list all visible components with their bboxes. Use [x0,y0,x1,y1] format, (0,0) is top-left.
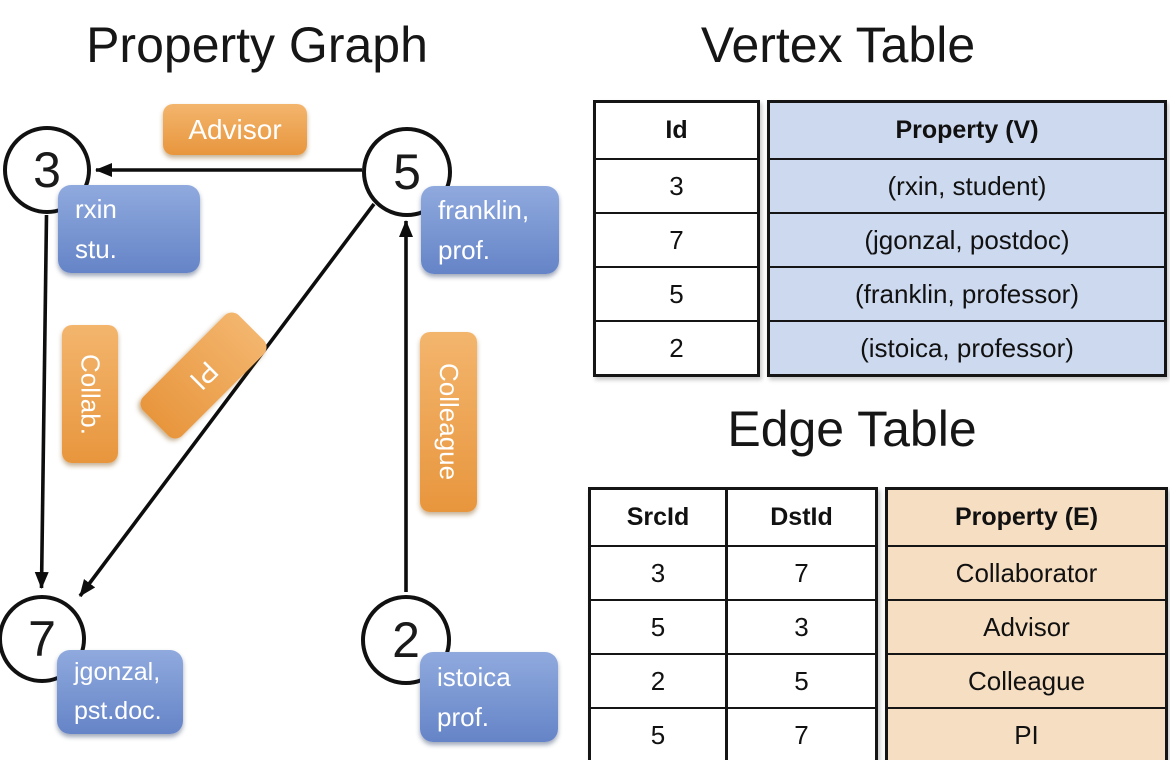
edge-col-property: Property (E) [954,503,1099,531]
cell-srcid: 5 [650,719,666,750]
vertex-label-line: stu. [75,234,117,264]
cell-property: (franklin, professor) [855,278,1079,309]
edge-label-collab: Collab. [62,325,118,463]
vertex-label-line: prof. [438,235,491,265]
cell-id: 3 [669,170,684,201]
node-5-id: 5 [393,144,421,200]
cell-id: 5 [669,278,684,309]
cell-dstid: 7 [725,709,875,760]
table-row: (istoica, professor) [770,320,1164,374]
node-3-id: 3 [33,142,61,198]
vertex-table-property-column: Property (V) (rxin, student) (jgonzal, p… [767,100,1167,377]
cell-property: (jgonzal, postdoc) [864,224,1070,255]
table-row: Colleague [888,653,1165,707]
node-2: 2 [361,595,451,685]
vertex-table-title: Vertex Table [700,17,976,73]
cell-srcid: 2 [650,665,666,696]
vertex-label-rxin: rxin stu. [58,185,200,273]
edge-col-srcid: SrcId [626,503,690,531]
table-row: (franklin, professor) [770,266,1164,320]
cell-edge-property: PI [1014,719,1039,750]
vertex-label-line: rxin [75,193,117,224]
table-row: 2 5 [591,653,875,707]
cell-dstid: 3 [725,601,875,653]
node-5: 5 [362,127,452,217]
table-row: 3 7 [591,545,875,599]
cell-srcid: 3 [650,557,666,588]
edge-table-id-columns: SrcId DstId 3 7 5 3 2 5 5 7 [588,487,878,760]
cell-edge-property: Colleague [967,665,1086,696]
cell-dstid: 5 [725,655,875,707]
graph-edges [34,163,413,598]
cell-id: 2 [669,332,684,363]
table-row: (jgonzal, postdoc) [770,212,1164,266]
cell-edge-property: Advisor [983,611,1070,642]
table-row: 7 [596,212,757,266]
vertex-label-jgonzal: jgonzal, pst.doc. [57,650,183,734]
table-row: PI [888,707,1165,760]
cell-id: 7 [669,224,684,255]
cell-dstid: 7 [725,547,875,599]
vertex-table-id-column: Id 3 7 5 2 [593,100,760,377]
table-row: 5 3 [591,599,875,653]
vertex-label-line: prof. [437,702,490,732]
cell-property: (istoica, professor) [860,332,1074,363]
edge-table-title: Edge Table [727,401,977,457]
edge-label-advisor: Advisor [163,104,307,155]
edge-label-colleague: Colleague [420,332,477,512]
table-row: Advisor [888,599,1165,653]
edge-pi-arrow [78,202,376,598]
vertex-label-istoica: istoica prof. [420,652,558,742]
edge-collab-arrow [34,214,49,589]
vertex-label-line: franklin, [438,194,530,225]
edge-col-dstid: DstId [725,490,875,545]
node-7-id: 7 [28,611,56,667]
table-row: 3 [596,158,757,212]
edge-table-property-column: Property (E) Collaborator Advisor Collea… [885,487,1168,760]
vertex-label-franklin: franklin, prof. [421,186,559,274]
cell-property: (rxin, student) [887,170,1047,201]
table-row: 2 [596,320,757,374]
table-row: (rxin, student) [770,158,1164,212]
table-row: 5 [596,266,757,320]
vertex-label-line: jgonzal, [74,658,161,687]
cell-edge-property: Collaborator [955,557,1098,588]
vertex-col-id: Id [665,116,688,144]
vertex-label-line: istoica [437,661,511,692]
cell-srcid: 5 [650,611,666,642]
property-graph-title: Property Graph [86,17,428,73]
table-row: 5 7 [591,707,875,760]
table-row: Collaborator [888,545,1165,599]
vertex-label-line: pst.doc. [74,697,162,725]
node-2-id: 2 [392,612,420,668]
vertex-col-property: Property (V) [895,116,1039,144]
